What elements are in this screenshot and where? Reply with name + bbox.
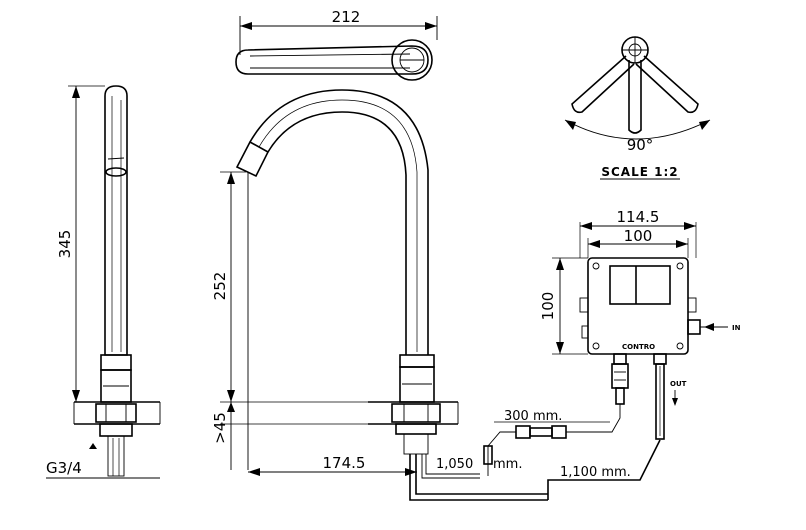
- front-view: 252 >45 174.5: [211, 89, 548, 501]
- cable-1050-unit: mm.: [493, 457, 522, 472]
- brand-label: CONTRO: [622, 343, 655, 351]
- height-252-label: 252: [211, 272, 229, 301]
- top-width-label: 212: [332, 8, 361, 26]
- top-view: 212: [235, 8, 438, 81]
- box-width-outer-label: 114.5: [617, 208, 660, 226]
- reach-label: 174.5: [323, 454, 366, 472]
- scale-label: SCALE 1:2: [601, 165, 678, 179]
- box-width-inner-label: 100: [624, 227, 653, 245]
- outlet-label: OUT: [670, 380, 687, 388]
- thread-size-label: G3/4: [46, 459, 82, 477]
- control-box: 114.5 100 IN CONTRO 100: [539, 208, 741, 440]
- inlet-label: IN: [732, 324, 741, 332]
- rotation-detail: 90° SCALE 1:2: [564, 36, 711, 180]
- cables: 1,050 mm. 300 mm. 1,100 mm.: [436, 404, 661, 500]
- rotation-angle-label: 90°: [627, 136, 654, 154]
- height-345-label: 345: [56, 230, 74, 259]
- cable-300-label: 300 mm.: [504, 409, 562, 424]
- depth-45-label: >45: [211, 412, 229, 444]
- box-height-label: 100: [539, 292, 557, 321]
- sensor-eye: [105, 167, 127, 177]
- cable-1050-label: 1,050: [436, 457, 473, 472]
- side-view: 345 G3/4: [46, 85, 161, 479]
- cable-1100-label: 1,100 mm.: [560, 465, 631, 480]
